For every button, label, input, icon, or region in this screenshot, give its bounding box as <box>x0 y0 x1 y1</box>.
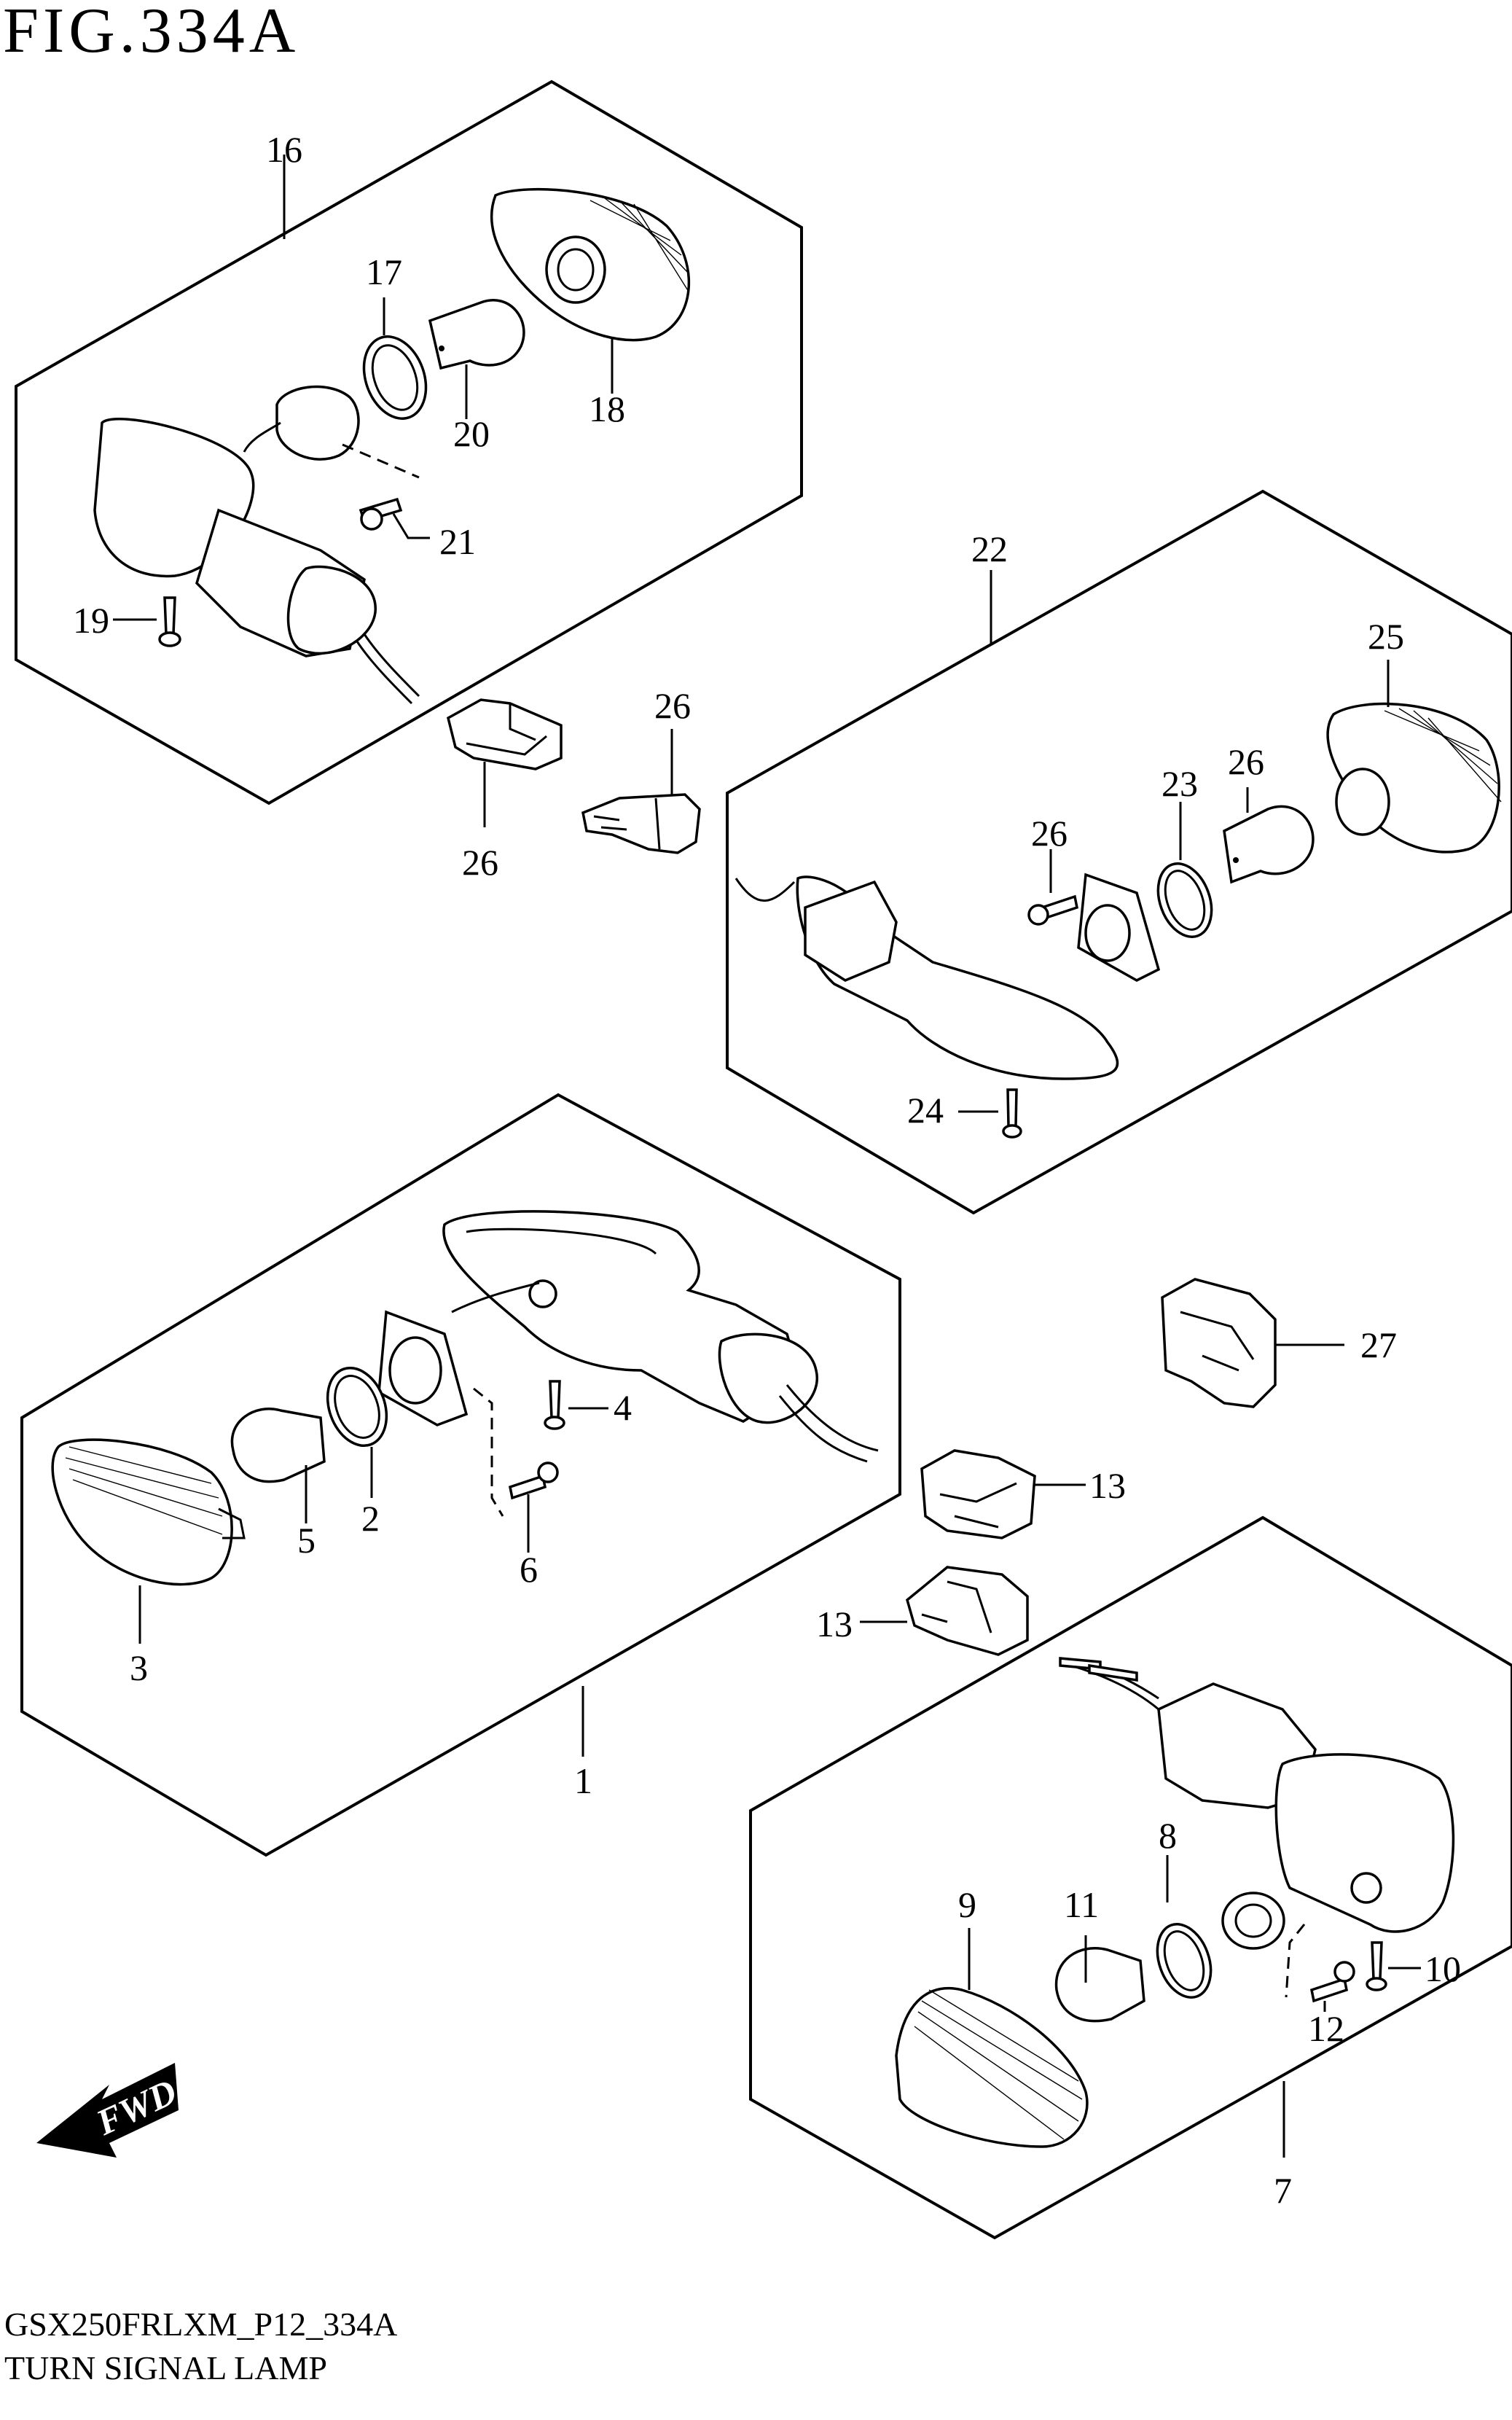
callout-26-b: 26 <box>462 842 498 883</box>
callout-27: 27 <box>1360 1324 1397 1365</box>
clip-part-27 <box>1161 1278 1344 1408</box>
callout-8: 8 <box>1159 1815 1177 1856</box>
figure-name: TURN SIGNAL LAMP <box>4 2349 327 2386</box>
callout-16: 18 <box>589 389 625 429</box>
callout-9: 9 <box>958 1884 976 1925</box>
callout-20: 22 <box>971 528 1008 569</box>
callout-24: 26 <box>1228 741 1264 782</box>
callout-26-a: 26 <box>654 685 691 726</box>
callout-4: 4 <box>614 1387 632 1428</box>
assembly-group-1 <box>20 1093 901 1857</box>
callout-labels: 16 17 18 20 21 19 26 26 22 25 26 23 26 2… <box>73 129 1461 2211</box>
callout-13-a: 13 <box>1089 1465 1126 1506</box>
fwd-arrow-icon: FWD <box>36 2063 183 2158</box>
callout-19: 21 <box>439 521 476 562</box>
callout-1: 1 <box>574 1760 592 1801</box>
callout-14: 16 <box>266 129 302 170</box>
callout-22: 25 <box>1368 616 1404 657</box>
callout-12: 12 <box>1308 2008 1344 2049</box>
assembly-group-7 <box>749 1515 1512 2240</box>
clip-parts-26 <box>446 698 701 854</box>
callout-10: 10 <box>1425 1948 1461 1989</box>
assembly-group-14 <box>15 79 803 805</box>
callout-6: 6 <box>520 1549 538 1590</box>
figure-code: GSX250FRLXM_P12_334A <box>4 2306 398 2343</box>
fwd-label: FWD <box>90 2071 183 2143</box>
callout-15: 17 <box>366 251 402 292</box>
figure-title: FIG.334A <box>3 0 300 66</box>
callout-7: 7 <box>1274 2170 1292 2211</box>
callout-11: 11 <box>1064 1884 1099 1925</box>
assembly-group-20 <box>726 489 1512 1215</box>
callout-21: 23 <box>1162 763 1198 804</box>
callout-2: 2 <box>361 1498 380 1539</box>
callout-13-b: 13 <box>816 1604 853 1644</box>
callout-5: 5 <box>297 1520 316 1561</box>
callout-18: 20 <box>453 413 490 454</box>
clip-parts-13 <box>860 1449 1086 1656</box>
callout-25: 26 <box>1031 813 1068 854</box>
callout-23: 24 <box>907 1090 944 1131</box>
callout-17: 19 <box>73 600 109 641</box>
callout-3: 3 <box>130 1647 148 1688</box>
